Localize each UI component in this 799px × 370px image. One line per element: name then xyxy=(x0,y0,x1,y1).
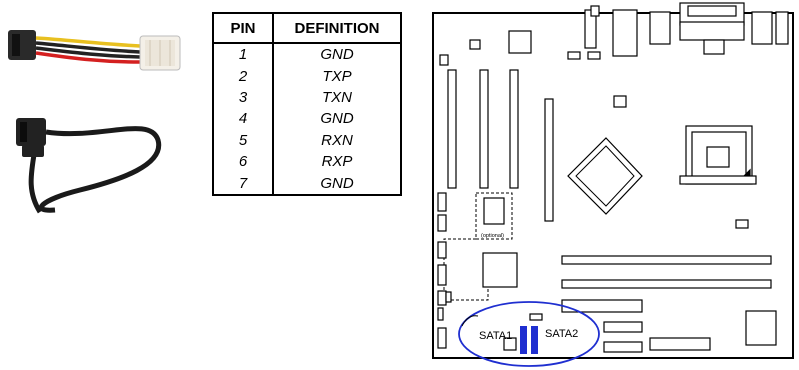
northbridge-chip xyxy=(567,137,643,215)
table-row: 5 RXN xyxy=(213,129,401,152)
column-header-definition: DEFINITION xyxy=(273,13,401,44)
pin-number: 5 xyxy=(213,129,274,152)
memory-slots xyxy=(561,255,772,289)
motherboard-layout-diagram: (optional) SATA1 SATA2 xyxy=(432,2,794,367)
sata2-label: SATA2 xyxy=(545,328,578,340)
optional-label: (optional) xyxy=(481,233,504,239)
sata2-connector xyxy=(531,326,538,354)
cpu-socket xyxy=(679,125,757,185)
table-row: 7 GND xyxy=(213,172,401,195)
sata-data-cable xyxy=(16,118,162,214)
rear-io-connectors xyxy=(584,2,789,57)
sata-power-cable xyxy=(8,30,181,71)
pin-definition: RXP xyxy=(321,153,353,171)
sata-data-connector-bottom xyxy=(22,145,44,157)
sata-pin-definition-table: PIN DEFINITION 1 GND 2 TXP 3 TXN 4 GND 5… xyxy=(212,12,402,196)
southbridge-chip xyxy=(482,252,518,288)
table-row: 1 GND xyxy=(213,43,401,66)
sata-highlight-circle xyxy=(458,301,600,367)
ide-connectors xyxy=(529,299,777,353)
table-header-row: PIN DEFINITION xyxy=(213,13,401,44)
column-header-pin: PIN xyxy=(213,13,274,44)
table-row: 6 RXP xyxy=(213,151,401,173)
pin-number: 7 xyxy=(213,172,274,195)
sata1-label: SATA1 xyxy=(479,330,512,342)
pin-definition: GND xyxy=(320,174,354,192)
sata-cables-photo xyxy=(8,30,181,214)
table-row: 3 TXN xyxy=(213,86,401,109)
pin-number: 3 xyxy=(213,86,274,109)
table-row: 2 TXP xyxy=(213,65,401,87)
pin-number: 4 xyxy=(213,108,274,130)
pin-number: 6 xyxy=(213,151,274,173)
pin-definition: GND xyxy=(320,46,354,64)
sata1-connector xyxy=(520,326,527,354)
table-row: 4 GND xyxy=(213,108,401,130)
pin-number: 1 xyxy=(213,43,274,66)
pin-definition: RXN xyxy=(321,131,353,149)
pin-definition: GND xyxy=(320,110,354,128)
pin-definition: TXN xyxy=(322,89,352,107)
sata-connectors: SATA1 SATA2 xyxy=(458,301,600,367)
pin-number: 2 xyxy=(213,65,274,87)
pin-definition: TXP xyxy=(322,67,352,85)
expansion-slots xyxy=(447,69,554,222)
